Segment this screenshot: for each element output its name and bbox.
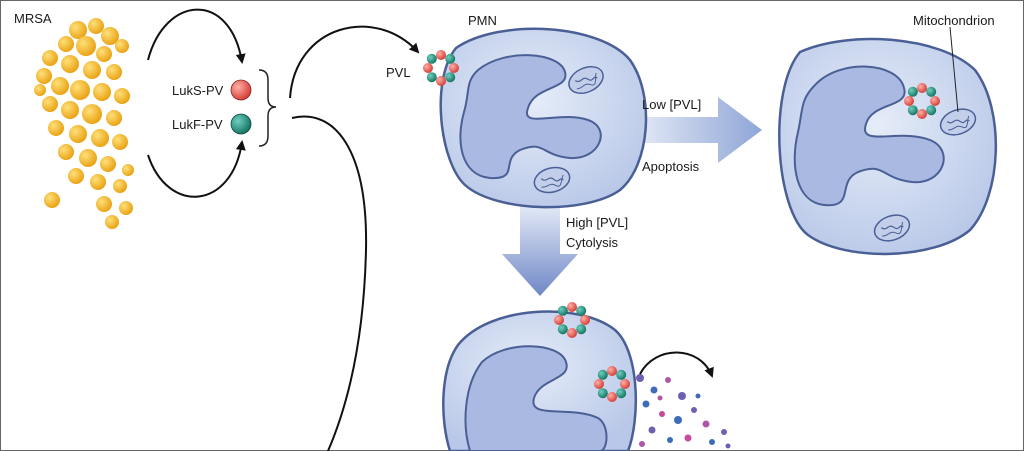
cytolysis-label: Cytolysis xyxy=(566,235,619,250)
pvl-label: PVL xyxy=(386,65,411,80)
mitochondrion-pointer xyxy=(949,26,959,113)
pmn-cell xyxy=(439,27,648,209)
high-pvl-label: High [PVL] xyxy=(566,215,629,230)
released-cell-contents xyxy=(636,374,731,449)
lukf-pv-subunit xyxy=(230,113,252,135)
low-pvl-label: Low [PVL] xyxy=(642,97,702,112)
high-pvl-arrow xyxy=(502,206,578,296)
mrsa-bacteria-cluster xyxy=(34,18,134,229)
lysed-cell xyxy=(442,310,638,451)
pmn-label: PMN xyxy=(468,13,497,28)
luks-pv-subunit xyxy=(230,79,252,101)
apoptotic-cell xyxy=(778,37,997,256)
subunit-brace xyxy=(258,69,277,147)
release-arrow xyxy=(639,351,714,378)
apoptotic-nucleus xyxy=(793,65,945,207)
mitochondrion-label: Mitochondrion xyxy=(913,13,995,28)
luks-pv-label: LukS-PV xyxy=(172,83,224,98)
mrsa-to-luks-arrow xyxy=(147,8,246,64)
long-pathway-line xyxy=(291,115,368,451)
lukf-pv-label: LukF-PV xyxy=(172,117,223,132)
mrsa-to-lukf-arrow xyxy=(147,140,246,198)
pmn-nucleus xyxy=(459,54,602,180)
mrsa-label: MRSA xyxy=(14,11,52,26)
apoptosis-label: Apoptosis xyxy=(642,159,700,174)
pvl-pore-membrane xyxy=(423,50,459,86)
low-pvl-arrow xyxy=(638,97,762,163)
to-pvl-arrow xyxy=(289,25,420,99)
lysed-nucleus xyxy=(464,345,608,451)
